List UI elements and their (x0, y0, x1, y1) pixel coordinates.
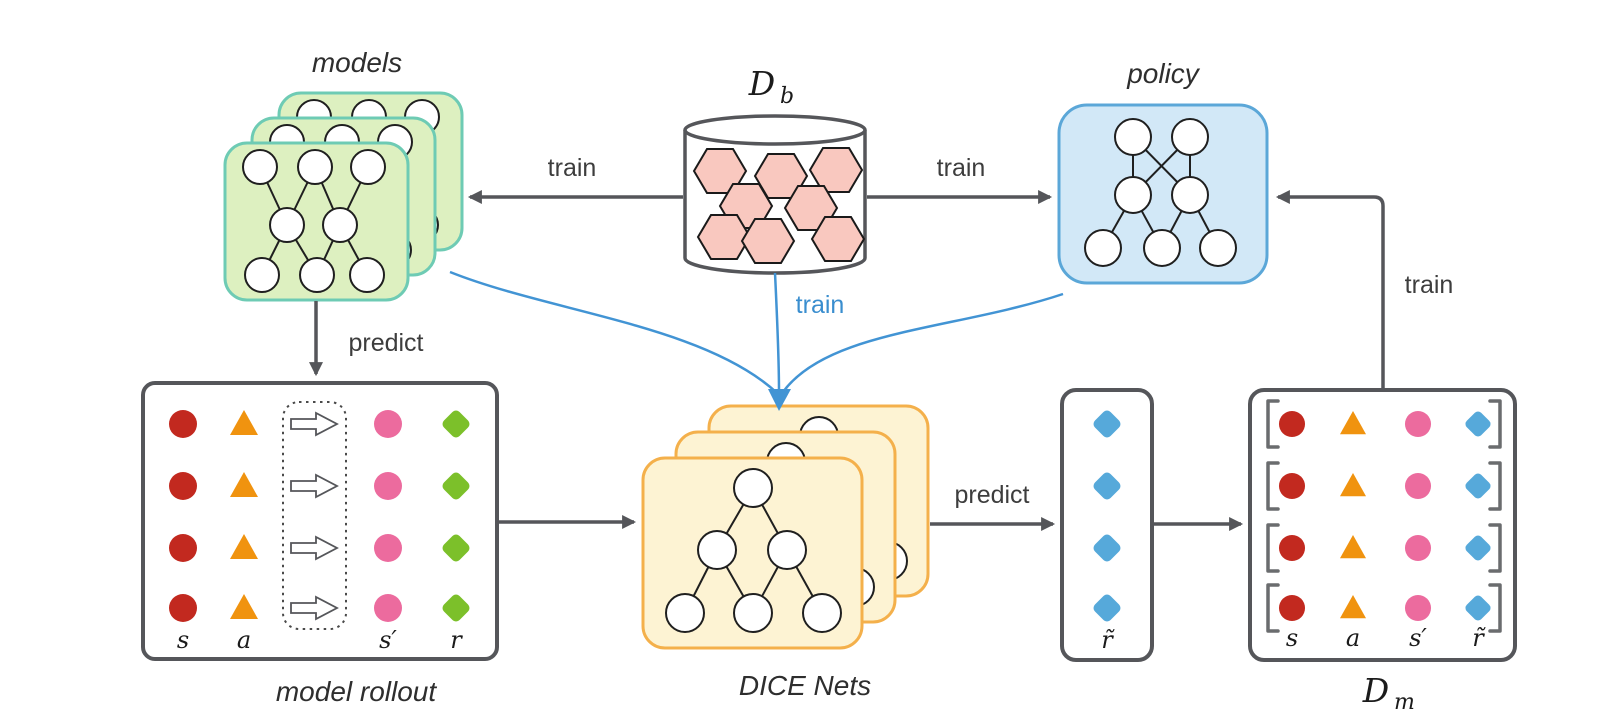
s-prime-circle (374, 534, 402, 562)
s-prime-circle (1404, 534, 1432, 562)
dice-card-front (641, 456, 864, 650)
model-rollout-label: model rollout (276, 676, 438, 707)
train-label-policy: train (937, 154, 986, 182)
train-label-dm: train (1405, 271, 1454, 299)
s-circle (1278, 472, 1306, 500)
dm-col-label-s: s (1286, 624, 1298, 652)
s-prime-circle (374, 594, 402, 622)
policy-card (1057, 103, 1269, 285)
s-prime-circle (1404, 472, 1432, 500)
behavior-dataset-label: D (748, 64, 775, 103)
rollout-col-label-s-prime: s′ (379, 626, 397, 654)
model-dataset-box: s a s′ r̃ (1248, 388, 1517, 662)
dice-train-curves (449, 270, 1064, 411)
rollout-col-label-a: a (237, 626, 251, 654)
train-label-models: train (548, 154, 597, 182)
models-stack (223, 91, 464, 302)
train-arrow-dm-to-policy (1275, 190, 1385, 390)
s-circle (169, 534, 197, 562)
train-curves-arrowhead (768, 389, 791, 411)
s-circle (169, 594, 197, 622)
rollout-col-label-s: s (177, 626, 189, 654)
s-prime-circle (1404, 410, 1432, 438)
predicted-reward-box: r̃ (1060, 388, 1154, 662)
s-circle (1278, 594, 1306, 622)
arrows (309, 190, 1385, 531)
train-curve-from-policy (781, 292, 1064, 393)
train-curve-from-models (449, 270, 777, 393)
s-prime-circle (1404, 594, 1432, 622)
behavior-dataset-cylinder (683, 114, 867, 275)
s-circle (1278, 534, 1306, 562)
s-prime-circle (374, 472, 402, 500)
rollout-col-label-r: r (450, 626, 463, 654)
dm-col-label-s-prime: s′ (1409, 624, 1427, 652)
dice-nets-label: DICE Nets (739, 670, 871, 701)
train-curve-from-db (773, 272, 781, 393)
transition-dotted-outline (282, 401, 347, 630)
models-card-front (223, 141, 410, 302)
predict-label-rollout: predict (348, 329, 423, 357)
models-label: models (312, 47, 402, 78)
policy-label: policy (1126, 58, 1201, 89)
dm-col-label-a: a (1346, 624, 1360, 652)
dice-nets-stack (641, 404, 930, 650)
behavior-dataset-label-subscript: b (780, 84, 794, 109)
s-circle (169, 410, 197, 438)
predict-label-reward: predict (954, 481, 1029, 509)
train-label-dice: train (796, 291, 845, 319)
dm-col-label-r-tilde: r̃ (1472, 624, 1486, 652)
model-dataset-label-subscript: m (1394, 690, 1415, 715)
s-circle (169, 472, 197, 500)
s-circle (1278, 410, 1306, 438)
model-rollout-box: s a s′ r (141, 381, 499, 661)
r-tilde-label: r̃ (1101, 626, 1115, 654)
s-prime-circle (374, 410, 402, 438)
policy-network (1084, 118, 1237, 267)
model-dataset-label: D (1362, 671, 1389, 710)
